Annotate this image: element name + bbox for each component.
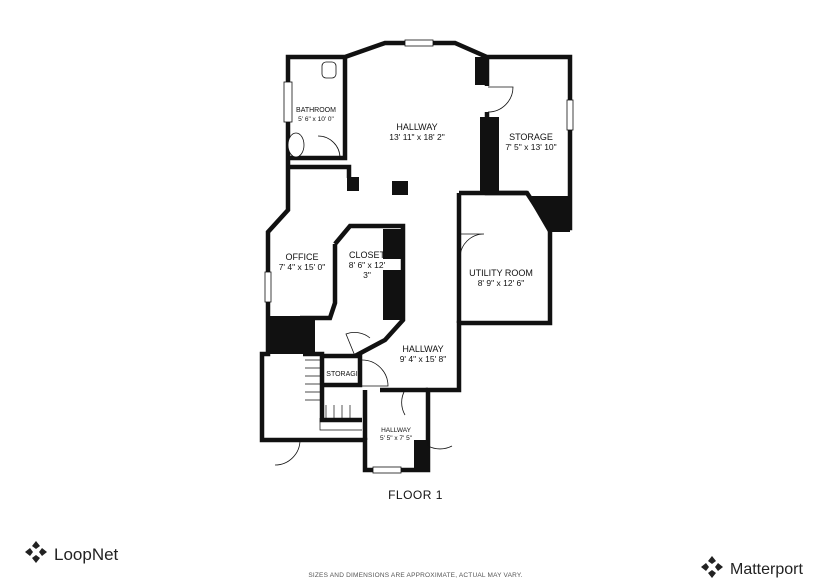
column: [347, 177, 359, 191]
room-dims-closet: 8' 6" x 12': [349, 260, 386, 270]
solid-block: [480, 117, 499, 193]
window: [404, 39, 434, 47]
sink-icon: [287, 132, 305, 158]
room-dims-utility: 8' 9" x 12' 6": [478, 278, 525, 288]
window: [372, 466, 402, 474]
solid-block: [414, 440, 428, 470]
solid-block: [475, 57, 487, 85]
door-swing: [427, 420, 453, 450]
room-name-closet: CLOSET: [349, 250, 386, 260]
toilet-icon: [321, 61, 337, 79]
room-dims-hallway-small: 5' 5" x 7' 5": [380, 435, 413, 442]
loopnet-brand: LoopNet: [24, 540, 118, 569]
room-name-hallway-small: HALLWAY: [381, 427, 412, 434]
door-swing: [361, 359, 389, 387]
room-name-utility: UTILITY ROOM: [469, 268, 533, 278]
room-dims-closet-cont: 3": [363, 270, 371, 280]
room-dims-office: 7' 4" x 15' 0": [279, 262, 326, 272]
door-swing: [380, 389, 406, 416]
door-swing: [345, 332, 371, 357]
door-swing: [274, 439, 301, 466]
room-name-hallway-lower: HALLWAY: [402, 344, 443, 354]
room-name-small-storage: STORAGI: [326, 371, 357, 378]
utility-wall: [456, 190, 552, 323]
solid-block: [383, 270, 403, 320]
room-name-storage: STORAGE: [509, 132, 553, 142]
matterport-brand-name: Matterport: [730, 560, 803, 578]
loopnet-brand-name: LoopNet: [54, 544, 119, 564]
matterport-logo-icon: [700, 555, 724, 584]
disclaimer: SIZES AND DIMENSIONS ARE APPROXIMATE, AC…: [308, 572, 523, 579]
room-dims-hallway-lower: 9' 4" x 15' 8": [400, 354, 447, 364]
small-storage-wall: [322, 353, 363, 388]
room-dims-hallway-main: 13' 11" x 18' 2": [389, 132, 444, 142]
bathroom-wall: [290, 57, 348, 161]
window: [264, 271, 272, 303]
stair-treads: [305, 359, 351, 420]
loopnet-logo-icon: [24, 540, 48, 569]
room-dims-storage: 7' 5" x 13' 10": [505, 142, 556, 152]
stair-rail: [319, 418, 362, 431]
room-name-bathroom: BATHROOM: [296, 107, 336, 114]
solid-block: [527, 196, 570, 232]
matterport-brand: Matterport: [700, 555, 803, 584]
windows: [264, 39, 574, 474]
stairs: [305, 359, 362, 431]
solid-block: [266, 316, 315, 354]
room-dims-bathroom: 5' 6" x 10' 0": [298, 116, 334, 123]
door-swing: [487, 86, 514, 113]
door-swing: [317, 135, 341, 159]
solid-walls: [266, 57, 570, 470]
window: [566, 99, 574, 131]
column: [392, 181, 408, 195]
window: [283, 81, 293, 123]
fixtures: [287, 61, 337, 158]
floor-title: FLOOR 1: [388, 488, 443, 502]
doors: [274, 86, 514, 466]
room-name-hallway-main: HALLWAY: [396, 122, 437, 132]
room-labels: BATHROOM 5' 6" x 10' 0" HALLWAY 13' 11" …: [279, 107, 557, 442]
bathroom-partition: [290, 164, 352, 178]
solid-block: [383, 229, 403, 259]
door-swing: [459, 233, 485, 259]
room-name-office: OFFICE: [286, 252, 319, 262]
